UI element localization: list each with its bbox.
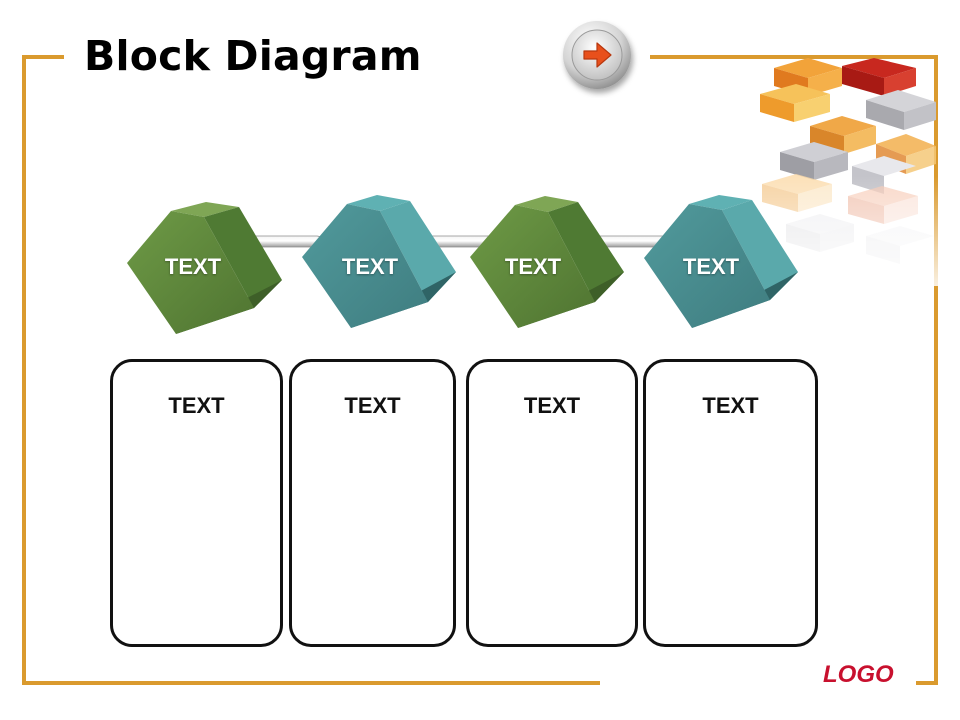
text-box-3-label: TEXT xyxy=(523,393,581,418)
text-box-4: TEXT xyxy=(643,359,818,647)
frame-top-right xyxy=(650,55,938,59)
cube-1 xyxy=(127,202,282,334)
text-box-1: TEXT xyxy=(110,359,283,647)
arrow-right-icon xyxy=(563,21,631,89)
frame-bottom-right xyxy=(916,681,938,685)
cube-4-label: TEXT xyxy=(682,254,740,279)
decorative-blocks-graphic xyxy=(756,58,940,286)
cube-2 xyxy=(302,195,456,328)
cube-3 xyxy=(470,196,624,328)
frame-right xyxy=(934,55,938,685)
text-box-3: TEXT xyxy=(466,359,638,647)
cube-3-label: TEXT xyxy=(504,254,562,279)
company-logo: LOGO xyxy=(823,661,894,688)
cube-1-label: TEXT xyxy=(164,254,222,279)
text-box-4-label: TEXT xyxy=(702,393,759,418)
frame-top-left xyxy=(22,55,64,59)
text-box-1-label: TEXT xyxy=(168,393,225,418)
frame-bottom-left xyxy=(22,681,600,685)
cube-2-label: TEXT xyxy=(341,254,399,279)
text-box-2-label: TEXT xyxy=(344,393,401,418)
page-title: Block Diagram xyxy=(84,32,422,80)
next-slide-button[interactable] xyxy=(558,16,640,98)
text-box-2: TEXT xyxy=(289,359,456,647)
frame-left xyxy=(22,55,26,685)
cube-4 xyxy=(644,195,798,328)
